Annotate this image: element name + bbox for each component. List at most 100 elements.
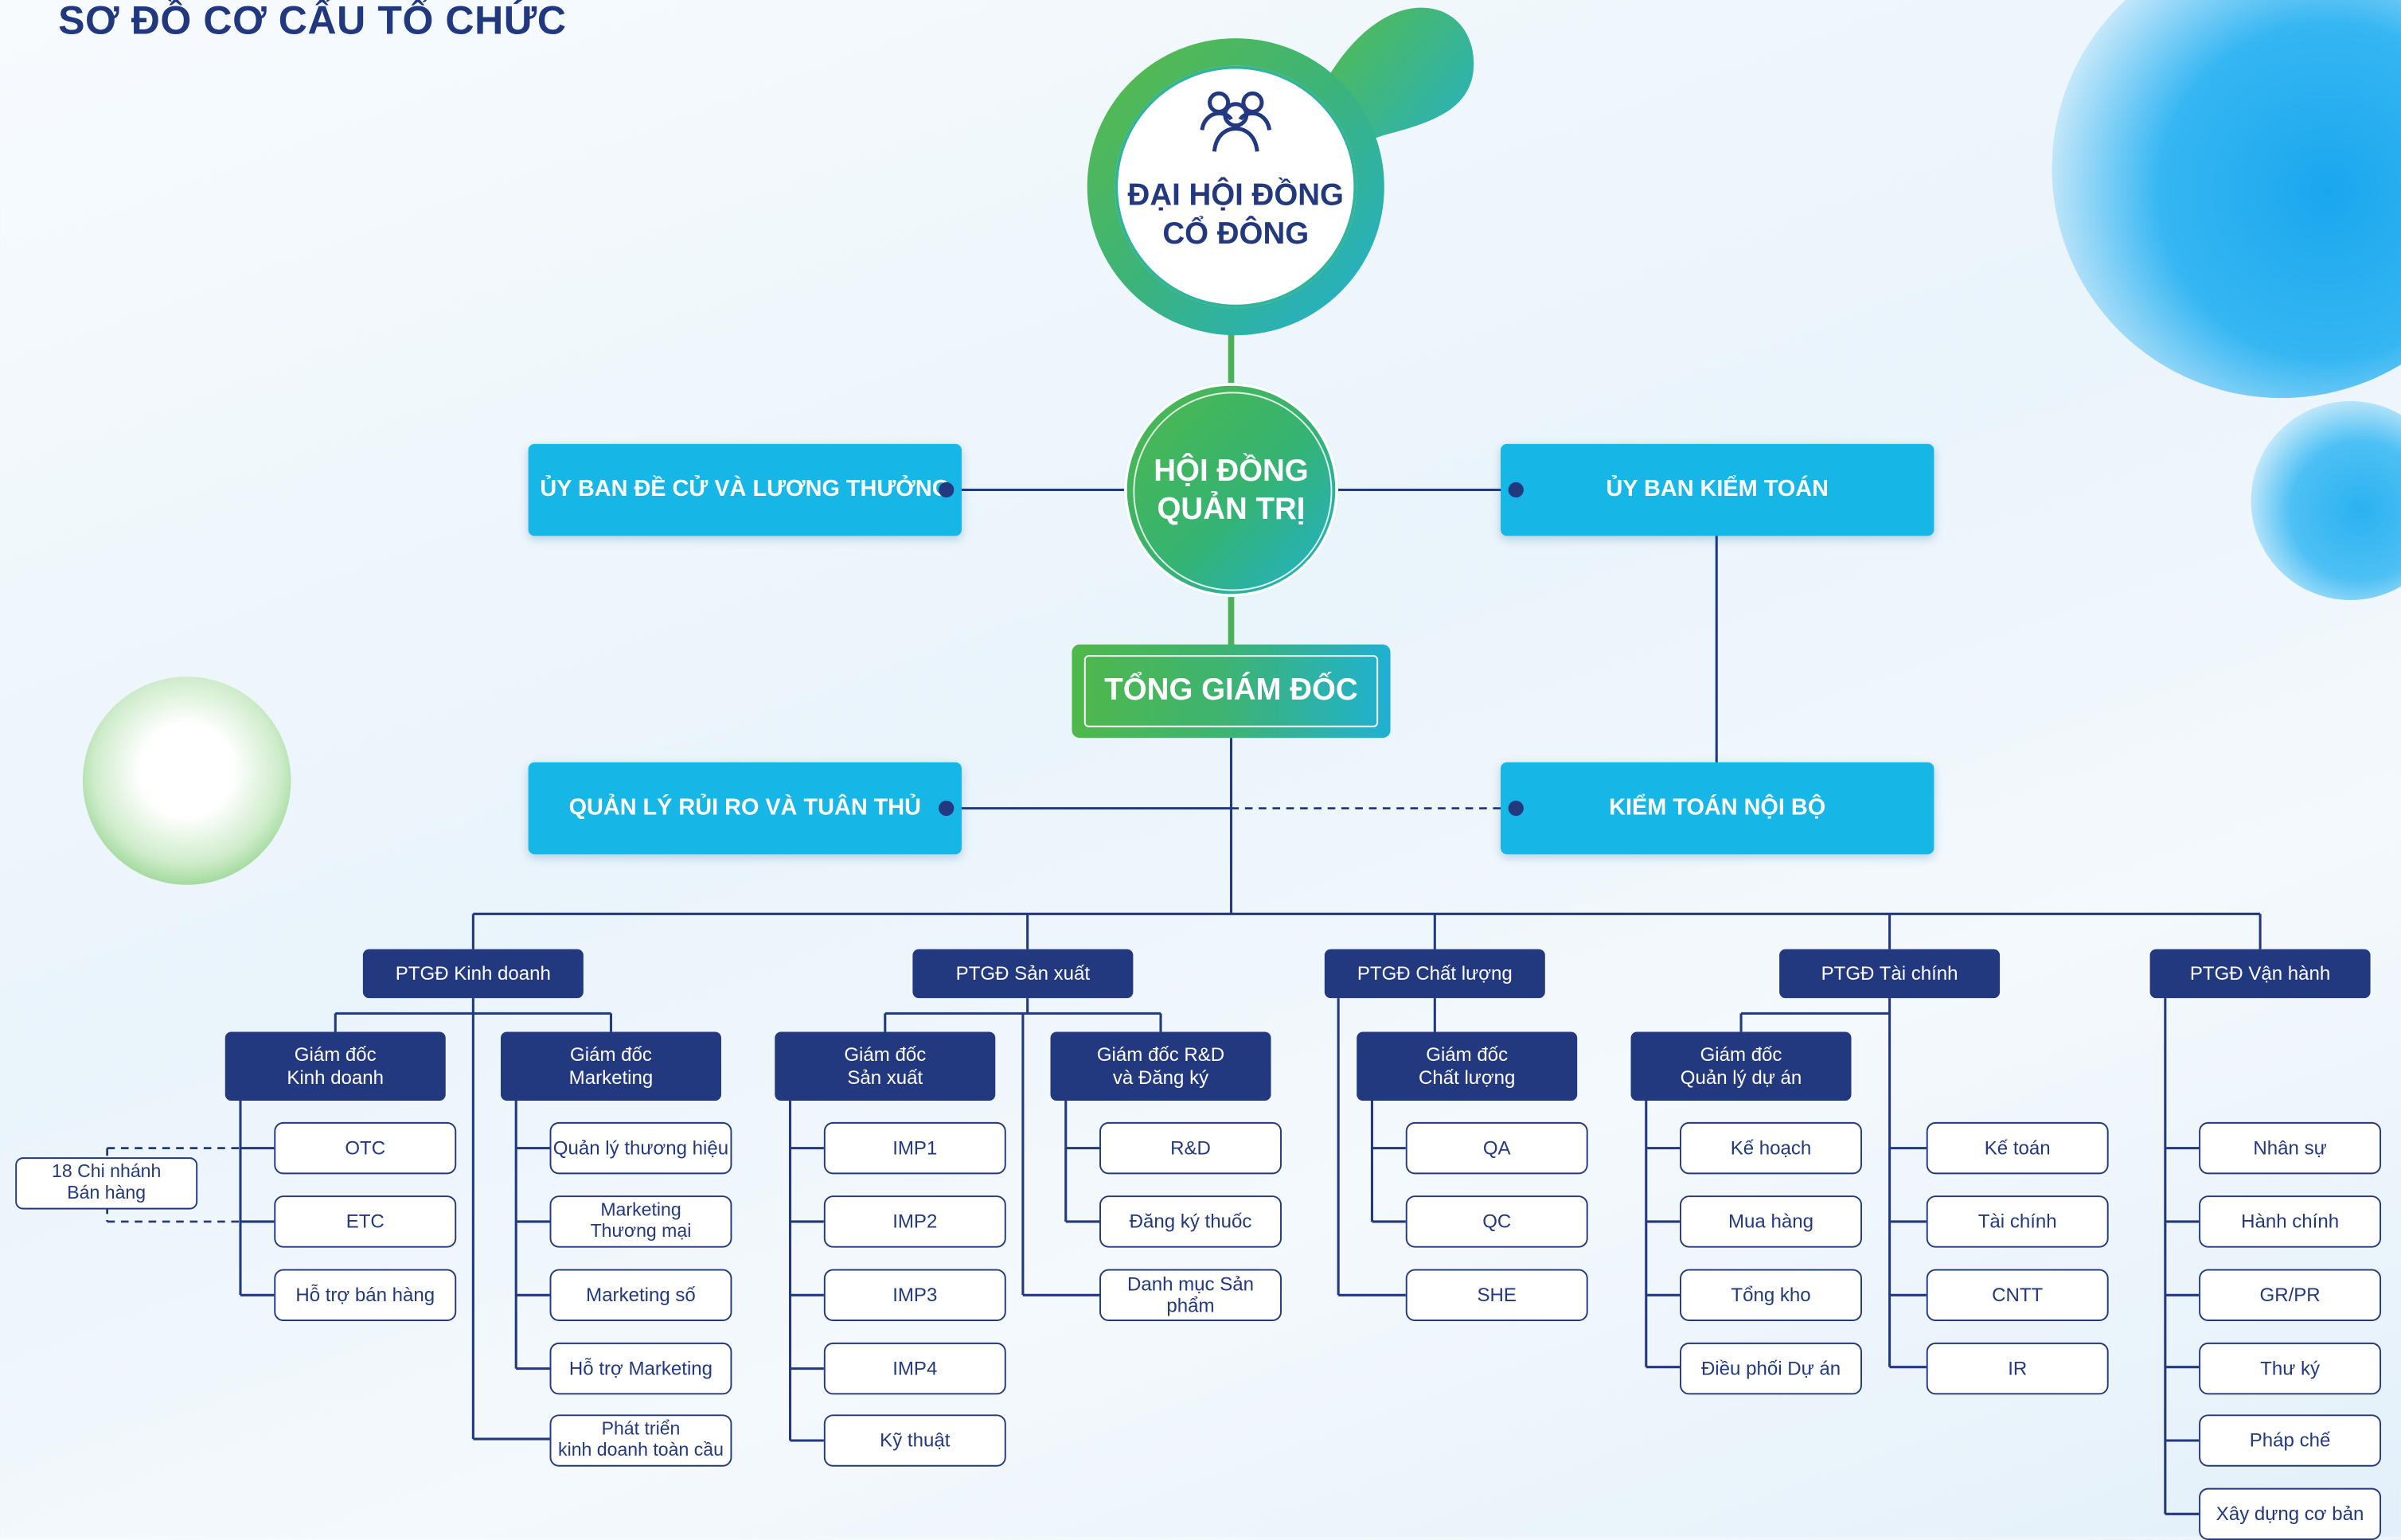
unit-label: IMP2 xyxy=(892,1211,938,1233)
unit-box-production: IMP4 xyxy=(823,1342,1006,1395)
unit-box-rnd: Đăng ký thuốc xyxy=(1099,1195,1282,1248)
unit-label: Kỹ thuật xyxy=(880,1429,951,1452)
unit-box-quality: SHE xyxy=(1405,1269,1588,1321)
director-quality-box: Giám đốc Chất lượng xyxy=(1357,1031,1578,1101)
unit-label: Tổng kho xyxy=(1731,1284,1811,1306)
shareholders-label-line2: CỔ ĐÔNG xyxy=(1162,217,1310,251)
sales-branches-line1: 18 Chi nhánh xyxy=(52,1160,162,1183)
page-title: SƠ ĐỒ CƠ CẤU TỔ CHỨC xyxy=(58,0,567,43)
ceo-label: TỔNG GIÁM ĐỐC xyxy=(1104,673,1358,708)
board-circle: HỘI ĐỒNG QUẢN TRỊ xyxy=(1123,382,1339,598)
director-quality-line1: Giám đốc xyxy=(1426,1044,1509,1066)
director-rnd-line1: Giám đốc R&D xyxy=(1096,1044,1225,1066)
risk-compliance-box: QUẢN LÝ RỦI RO VÀ TUÂN THỦ xyxy=(528,762,962,855)
unit-box-production: IMP1 xyxy=(823,1121,1006,1175)
deputy-quality-box: PTGĐ Chất lượng xyxy=(1324,949,1545,999)
unit-label: Hỗ trợ bán hàng xyxy=(295,1284,435,1306)
unit-box-project: Kế hoạch xyxy=(1680,1121,1862,1175)
director-sales-line1: Giám đốc xyxy=(294,1044,377,1066)
unit-box-operations: Pháp chế xyxy=(2199,1414,2382,1467)
unit-box-finance: CNTT xyxy=(1926,1269,2109,1321)
deputy-sales-box: PTGĐ Kinh doanh xyxy=(362,949,584,999)
unit-label: IMP1 xyxy=(892,1136,938,1159)
unit-label: Đăng ký thuốc xyxy=(1129,1211,1252,1233)
sales-branches-line2: Bán hàng xyxy=(67,1181,146,1203)
board-label-line1: HỘI ĐỒNG xyxy=(1154,454,1309,489)
deputy-sales-label: PTGĐ Kinh doanh xyxy=(395,962,551,984)
director-marketing-line1: Giám đốc xyxy=(570,1044,652,1066)
unit-box-production: IMP2 xyxy=(823,1195,1006,1248)
internal-audit-box: KIỂM TOÁN NỘI BỘ xyxy=(1501,762,1934,855)
director-project-line1: Giám đốc xyxy=(1700,1044,1782,1066)
director-sales-line2: Kinh doanh xyxy=(287,1066,385,1088)
director-project-box: Giám đốc Quản lý dự án xyxy=(1630,1031,1852,1101)
deputy-quality-label: PTGĐ Chất lượng xyxy=(1357,962,1513,984)
deputy-operations-label: PTGĐ Vận hành xyxy=(2189,962,2331,984)
unit-label: Hành chính xyxy=(2241,1211,2340,1233)
unit-box-sales: OTC xyxy=(274,1121,457,1175)
unit-label: SHE xyxy=(1477,1284,1517,1306)
decorative-blue-bubble-small xyxy=(2251,400,2401,601)
connector-dot xyxy=(939,481,955,498)
unit-label: GR/PR xyxy=(2259,1284,2321,1306)
deputy-operations-box: PTGĐ Vận hành xyxy=(2149,949,2371,999)
unit-box-operations: Hành chính xyxy=(2199,1195,2382,1248)
internal-audit-label: KIỂM TOÁN NỘI BỘ xyxy=(1609,795,1826,821)
deputy-finance-label: PTGĐ Tài chính xyxy=(1821,962,1958,984)
director-marketing-box: Giám đốc Marketing xyxy=(500,1031,721,1101)
deputy-finance-box: PTGĐ Tài chính xyxy=(1779,949,2001,999)
unit-label: IMP3 xyxy=(892,1284,938,1306)
unit-label: QA xyxy=(1482,1136,1511,1159)
unit-box-marketing: Quản lý thương hiệu xyxy=(549,1121,732,1175)
unit-label: IR xyxy=(2008,1357,2028,1379)
connector-dot xyxy=(1508,481,1524,498)
unit-box-finance: IR xyxy=(1926,1342,2109,1395)
unit-label: Phát triển xyxy=(601,1417,681,1440)
shareholders-label-line1: ĐẠI HỘI ĐỒNG xyxy=(1127,179,1344,213)
director-quality-line2: Chất lượng xyxy=(1419,1066,1516,1088)
people-group-icon xyxy=(1200,91,1272,152)
unit-label: Điều phối Dự án xyxy=(1700,1357,1841,1379)
unit-label: Thương mại xyxy=(590,1220,692,1242)
unit-box-operations: Nhân sự xyxy=(2199,1121,2382,1175)
unit-box-sales: Hỗ trợ bán hàng xyxy=(274,1269,457,1321)
connector-dot xyxy=(939,800,955,817)
unit-box-finance: Tài chính xyxy=(1926,1195,2109,1248)
decorative-green-bubble xyxy=(82,676,291,885)
unit-box-operations: Xây dựng cơ bản xyxy=(2199,1487,2382,1540)
deputy-production-label: PTGĐ Sản xuất xyxy=(955,962,1091,984)
unit-label: Hỗ trợ Marketing xyxy=(568,1357,713,1379)
nomination-committee-box: ỦY BAN ĐỀ CỬ VÀ LƯƠNG THƯỞNG xyxy=(528,443,962,536)
unit-label: Marketing số xyxy=(586,1284,696,1306)
unit-box-operations: Thư ký xyxy=(2199,1342,2382,1395)
director-project-line2: Quản lý dự án xyxy=(1680,1066,1802,1088)
director-production-box: Giám đốc Sản xuất xyxy=(775,1031,996,1101)
unit-label: ETC xyxy=(346,1211,385,1233)
unit-box-quality: QC xyxy=(1405,1195,1588,1248)
unit-box-project: Mua hàng xyxy=(1680,1195,1862,1248)
shareholders-circle: ĐẠI HỘI ĐỒNG CỔ ĐÔNG xyxy=(1087,38,1384,336)
unit-label: QC xyxy=(1482,1211,1512,1233)
risk-compliance-label: QUẢN LÝ RỦI RO VÀ TUÂN THỦ xyxy=(568,795,921,821)
unit-box-production: IMP3 xyxy=(823,1269,1006,1321)
unit-box-marketing: Hỗ trợ Marketing xyxy=(549,1342,732,1395)
connector-dot xyxy=(1508,800,1524,817)
unit-label: kinh doanh toàn cầu xyxy=(558,1439,724,1461)
unit-label: Xây dựng cơ bản xyxy=(2216,1503,2364,1525)
unit-label: CNTT xyxy=(1992,1284,2044,1306)
unit-label: Kế hoạch xyxy=(1730,1136,1812,1159)
unit-box-quality: QA xyxy=(1405,1121,1588,1175)
director-marketing-line2: Marketing xyxy=(568,1066,654,1088)
unit-box-sales: ETC xyxy=(274,1195,457,1248)
nomination-committee-label: ỦY BAN ĐỀ CỬ VÀ LƯƠNG THƯỞNG xyxy=(540,476,951,503)
unit-label: R&D xyxy=(1170,1136,1211,1159)
unit-box-rnd: R&D xyxy=(1099,1121,1282,1175)
director-production-line1: Giám đốc xyxy=(844,1044,927,1066)
unit-label: Tài chính xyxy=(1977,1211,2057,1233)
unit-label: Pháp chế xyxy=(2249,1429,2331,1452)
director-rnd-line2: và Đăng ký xyxy=(1112,1066,1209,1088)
unit-label: Kế toán xyxy=(1984,1136,2051,1159)
director-rnd-box: Giám đốc R&D và Đăng ký xyxy=(1050,1031,1271,1101)
